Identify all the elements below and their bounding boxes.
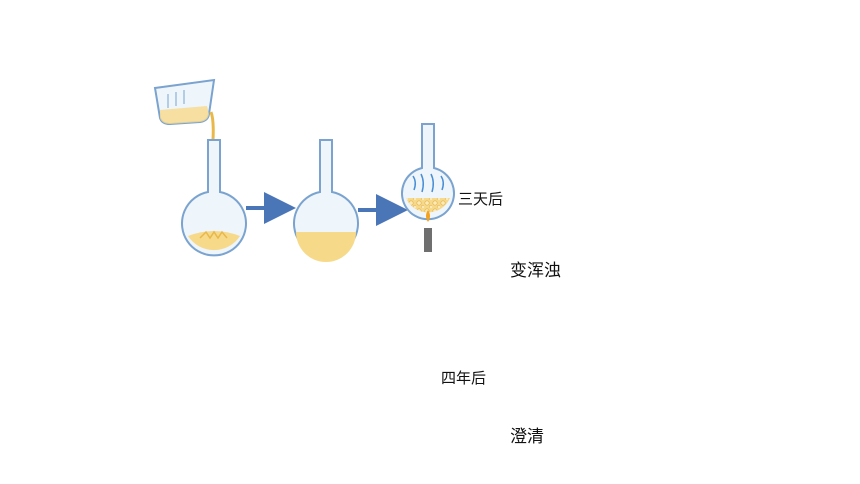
top-result-label: 变浑浊: [510, 261, 561, 281]
top-time-label: 三天后: [458, 190, 504, 208]
bottom-result-label: 澄清: [510, 427, 544, 447]
bottom-time-label: 四年后: [441, 369, 487, 387]
flask-top-3: [401, 123, 455, 221]
flask-top-2: [293, 139, 359, 262]
beaker-top: [153, 78, 216, 126]
flask-top-1: [181, 139, 247, 257]
burner-top: [424, 210, 432, 252]
